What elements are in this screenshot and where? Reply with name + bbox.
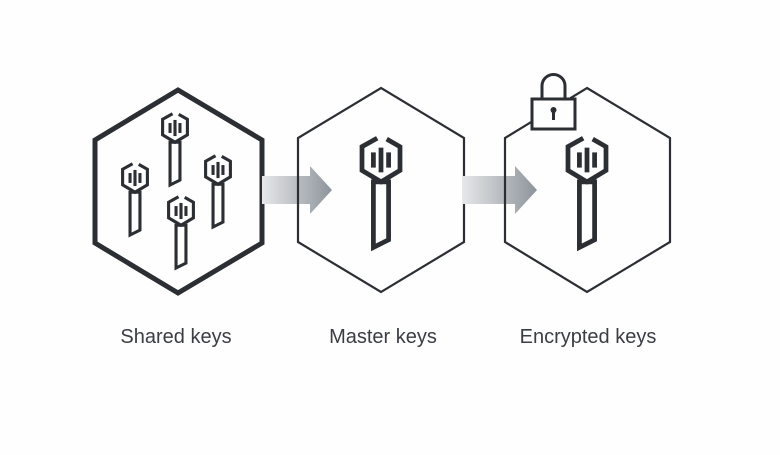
multiple-keys-icon <box>121 112 232 270</box>
key-icon <box>204 154 232 229</box>
hexagon-frame <box>296 86 466 294</box>
hexagon-frame <box>92 87 265 296</box>
key-icon <box>167 195 195 270</box>
stage-shared-keys: Shared keys <box>92 87 265 348</box>
hexagon-frame <box>503 86 672 294</box>
stage-label: Encrypted keys <box>520 326 657 348</box>
lock-icon <box>530 73 577 131</box>
stage-label: Master keys <box>329 326 437 348</box>
key-icon <box>362 138 400 247</box>
key-icon <box>568 138 606 247</box>
stage-label: Shared keys <box>120 326 231 348</box>
key-icon <box>121 162 149 237</box>
key-icon <box>161 112 189 187</box>
arrow-icon <box>462 166 537 214</box>
stage-master-keys: Master keys <box>296 86 466 348</box>
stage-encrypted-keys: Encrypted keys <box>503 73 672 348</box>
